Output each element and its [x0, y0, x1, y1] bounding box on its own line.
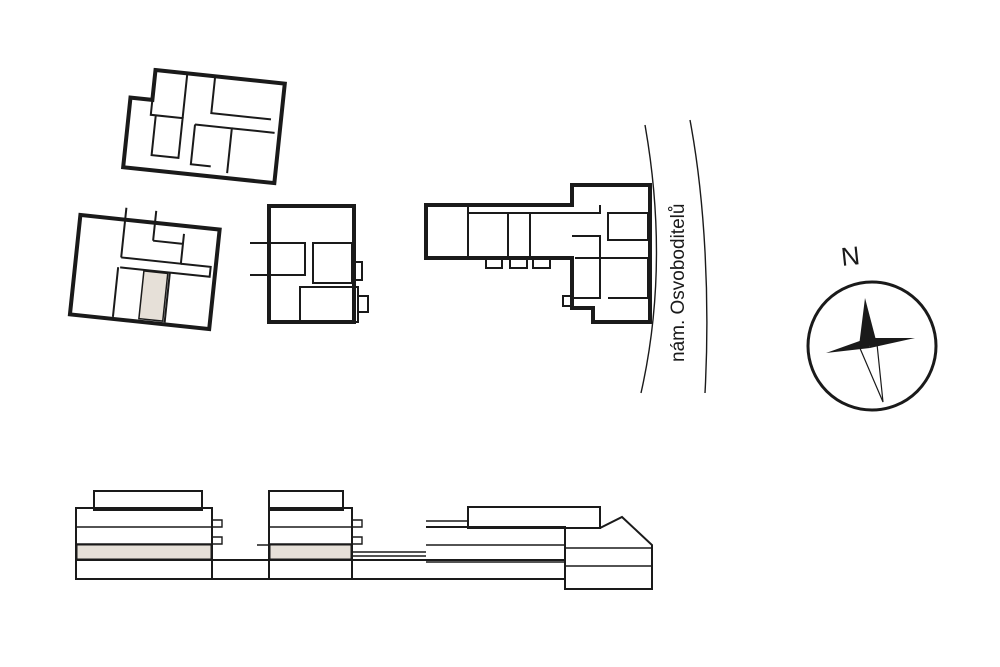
building-c-floorplan	[250, 204, 369, 324]
compass-north-label: N	[839, 240, 861, 272]
building-a-floorplan	[120, 67, 287, 186]
street-name-label: nám. Osvoboditelů	[668, 204, 689, 362]
street-edge-left	[640, 124, 658, 394]
elevation-middle-block	[257, 490, 363, 580]
highlighted-floor-left	[76, 544, 212, 560]
building-b-floorplan	[67, 207, 222, 332]
street	[640, 119, 708, 394]
highlighted-unit-plan	[138, 270, 169, 322]
building-elevation	[75, 490, 653, 590]
compass-west-arrow	[826, 338, 870, 353]
street-edge-right	[689, 119, 708, 394]
north-compass: N	[806, 240, 938, 412]
elevation-left-block	[75, 490, 223, 580]
highlighted-floor-middle	[269, 544, 352, 560]
building-d-floorplan	[424, 183, 652, 324]
compass-east-arrow	[868, 338, 915, 348]
compass-north-arrow	[859, 298, 877, 346]
elevation-right-block	[426, 506, 653, 590]
